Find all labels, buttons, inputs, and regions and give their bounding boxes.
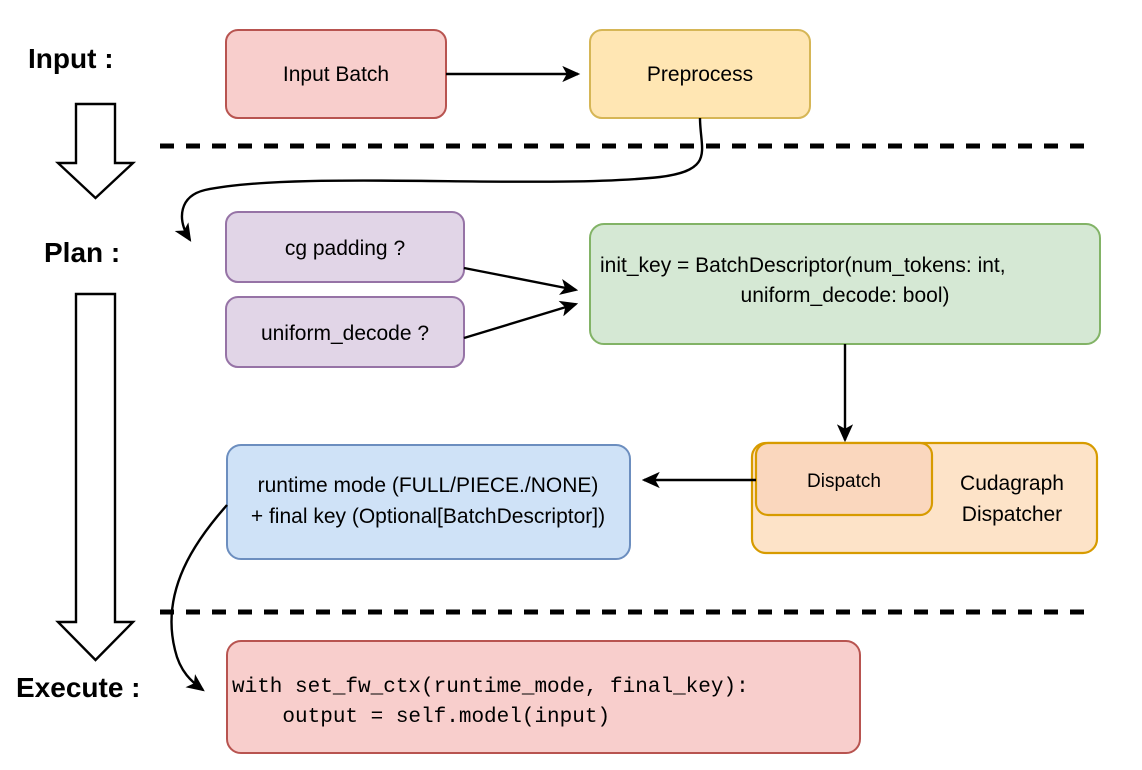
node-dispatch[interactable]: Dispatch	[754, 441, 934, 517]
node-init-key-line2: uniform_decode: bool)	[741, 284, 950, 307]
node-execute-code-line1: with set_fw_ctx(runtime_mode, final_key)…	[232, 676, 749, 699]
node-runtime-mode-line1: runtime mode (FULL/PIECE./NONE)	[258, 474, 599, 497]
edge-cg-padding-to-init-key	[463, 266, 579, 295]
node-preprocess-label: Preprocess	[647, 63, 753, 86]
node-execute-code-line2: output = self.model(input)	[232, 706, 610, 729]
node-uniform-decode-label: uniform_decode ?	[261, 322, 429, 345]
node-preprocess[interactable]: Preprocess	[589, 29, 811, 119]
node-init-key-line1: init_key = BatchDescriptor(num_tokens: i…	[600, 254, 1006, 277]
node-cg-padding[interactable]: cg padding ?	[225, 211, 465, 283]
node-dispatch-label: Dispatch	[807, 471, 881, 492]
node-init-key[interactable]: init_key = BatchDescriptor(num_tokens: i…	[589, 223, 1101, 345]
node-cg-padding-label: cg padding ?	[285, 237, 405, 260]
node-runtime-mode-line2: + final key (Optional[BatchDescriptor])	[251, 505, 605, 528]
node-input-batch[interactable]: Input Batch	[225, 29, 447, 119]
node-runtime-mode[interactable]: runtime mode (FULL/PIECE./NONE) + final …	[226, 444, 631, 560]
input-to-plan-arrow	[54, 102, 137, 200]
stage-label-input: Input :	[28, 43, 114, 74]
node-input-batch-label: Input Batch	[283, 63, 389, 86]
edge-uniform-decode-to-init-key	[463, 300, 579, 340]
node-uniform-decode[interactable]: uniform_decode ?	[225, 296, 465, 368]
stage-label-plan: Plan :	[44, 237, 120, 268]
node-cudagraph-dispatcher-line1: Cudagraph	[960, 472, 1064, 495]
plan-to-execute-arrow	[55, 292, 136, 662]
edge-preprocess-to-cg-padding	[174, 117, 704, 242]
stage-label-execute: Execute :	[16, 672, 141, 703]
node-execute-code[interactable]: with set_fw_ctx(runtime_mode, final_key)…	[226, 640, 861, 754]
node-cudagraph-dispatcher-line2: Dispatcher	[962, 503, 1062, 526]
edge-runtime-mode-to-execute-code	[170, 504, 228, 692]
